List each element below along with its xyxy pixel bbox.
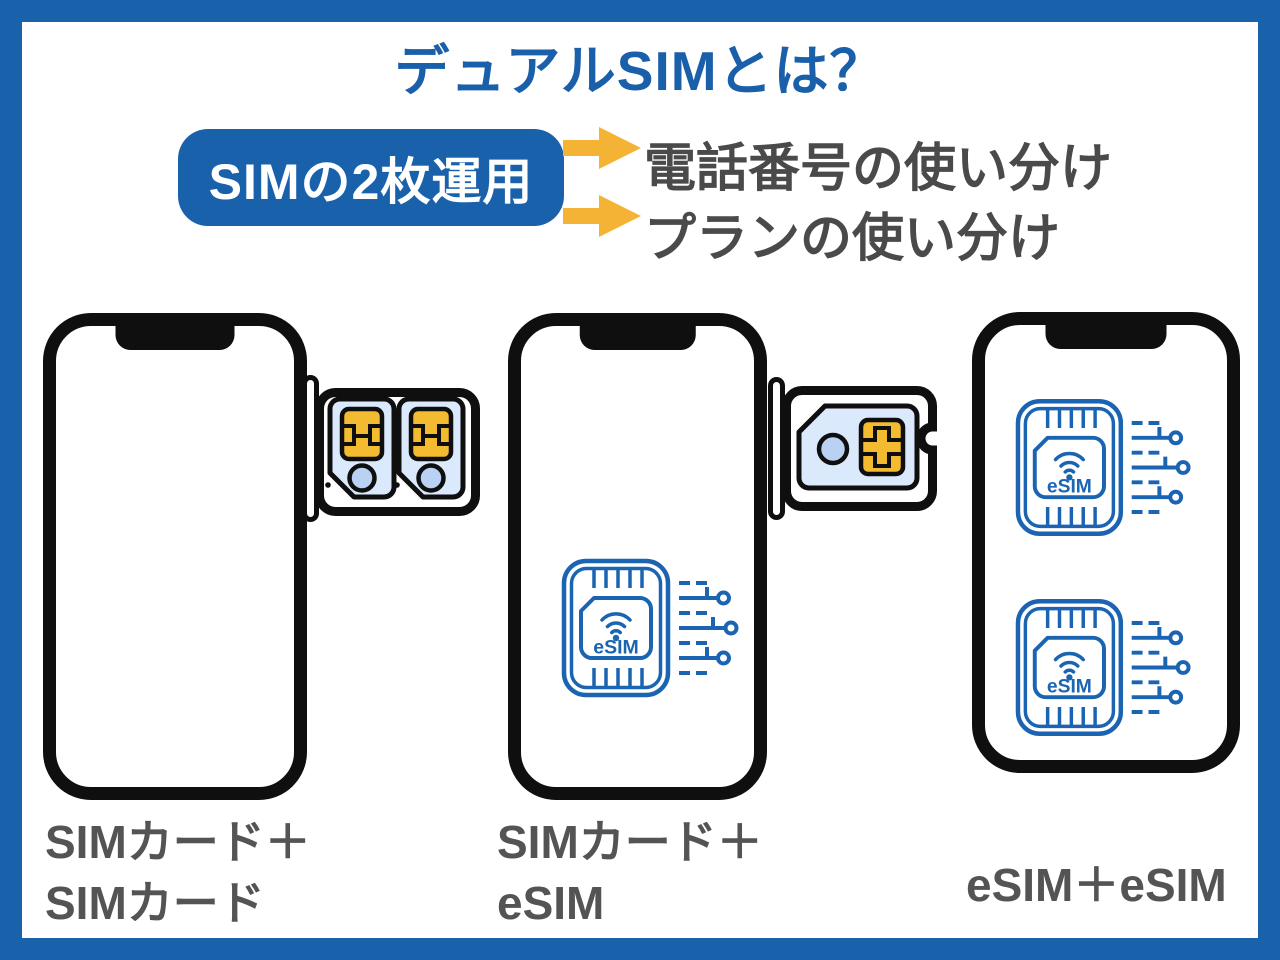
arrow-right-icon [563, 195, 641, 237]
phone-notch [579, 324, 696, 350]
caption-line: SIMカード＋ [45, 816, 311, 868]
caption-line: eSIM＋eSIM [966, 859, 1227, 911]
esim-icon [561, 558, 741, 698]
caption-line: SIMカード [45, 877, 265, 929]
caption-line: SIMカード＋ [497, 816, 763, 868]
phone-dual-physical-sim [43, 313, 307, 800]
page-title: デュアルSIMとは？ [394, 40, 886, 102]
concept-box: SIMの2枚運用 [178, 129, 564, 226]
arrow-right-icon [563, 127, 641, 169]
phone-notch [115, 324, 235, 350]
phone-dual-esim [972, 312, 1240, 773]
phone-caption-2: SIMカード＋ eSIM [497, 812, 763, 934]
esim-icon [1015, 398, 1193, 537]
single-sim-tray-icon [782, 386, 937, 511]
phone-caption-3: eSIM＋eSIM [966, 855, 1227, 916]
phone-caption-1: SIMカード＋ SIMカード [45, 812, 311, 934]
sim-tray-slot [768, 377, 785, 520]
benefit-text-1: 電話番号の使い分け [644, 140, 1113, 198]
phone-physical-plus-esim [508, 313, 767, 800]
concept-box-label: SIMの2枚運用 [208, 153, 534, 210]
caption-line: eSIM [497, 877, 605, 929]
esim-icon [1015, 598, 1193, 737]
dual-sim-tray-icon [315, 388, 480, 516]
phone-notch [1045, 323, 1167, 349]
sim-tray-slot [302, 375, 319, 522]
benefit-text-2: プランの使い分け [644, 210, 1061, 268]
